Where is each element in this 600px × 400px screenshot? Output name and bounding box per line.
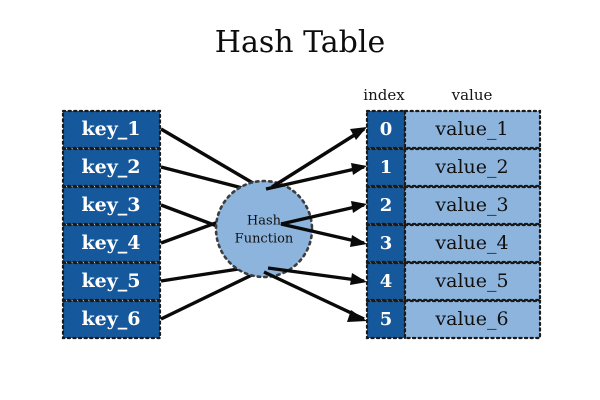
key-label: key_3 bbox=[81, 194, 140, 216]
arrow-hash-to-index-1 bbox=[265, 165, 365, 191]
value-cell[interactable] bbox=[403, 299, 542, 340]
key-box-5[interactable]: key_5 bbox=[61, 261, 162, 302]
arrowhead-index-1 bbox=[351, 163, 367, 175]
index-cell[interactable] bbox=[365, 185, 407, 226]
hash-to-index-links bbox=[263, 127, 367, 322]
key-box-3[interactable]: key_3 bbox=[61, 185, 162, 226]
table-row[interactable]: 1 value_2 bbox=[365, 147, 542, 188]
hash-function-node: Hash Function bbox=[214, 179, 314, 279]
table-row[interactable]: 2 value_3 bbox=[365, 185, 542, 226]
arrowhead-index-0 bbox=[350, 127, 367, 140]
arrow-hash-to-index-2 bbox=[280, 203, 365, 226]
key-box-4[interactable]: key_4 bbox=[61, 223, 162, 264]
index-label: 0 bbox=[380, 119, 393, 140]
key-column: key_1 key_2 key_3 key_4 key_5 key_6 bbox=[61, 109, 162, 340]
index-label: 1 bbox=[380, 157, 393, 178]
value-cell[interactable] bbox=[403, 261, 542, 302]
key-label: key_4 bbox=[81, 232, 140, 254]
value-label: value_5 bbox=[434, 270, 508, 292]
key-to-hash-links bbox=[160, 127, 263, 321]
value-cell[interactable] bbox=[403, 185, 542, 226]
index-label: 2 bbox=[380, 195, 393, 216]
table-row[interactable]: 0 value_1 bbox=[365, 109, 542, 150]
key-box-1[interactable]: key_1 bbox=[61, 109, 162, 150]
index-cell[interactable] bbox=[365, 261, 407, 302]
value-label: value_4 bbox=[434, 232, 508, 254]
arrow-hash-to-index-4 bbox=[267, 266, 365, 283]
value-cell[interactable] bbox=[403, 223, 542, 264]
value-cell[interactable] bbox=[403, 109, 542, 150]
value-column-header: value bbox=[451, 86, 493, 104]
hash-function-label-line1: Hash bbox=[247, 214, 282, 229]
arrowhead-index-4 bbox=[350, 273, 367, 285]
table-row[interactable]: 3 value_4 bbox=[365, 223, 542, 264]
table-row[interactable]: 4 value_5 bbox=[365, 261, 542, 302]
hash-function-circle bbox=[214, 179, 314, 279]
value-label: value_2 bbox=[434, 156, 508, 178]
index-label: 4 bbox=[380, 271, 393, 292]
key-box-2[interactable]: key_2 bbox=[61, 147, 162, 188]
table-row[interactable]: 5 value_6 bbox=[365, 299, 542, 340]
arrow-hash-to-index-0 bbox=[271, 127, 365, 189]
key-box-6[interactable]: key_6 bbox=[61, 299, 162, 340]
index-column-header: index bbox=[363, 86, 405, 104]
value-label: value_1 bbox=[434, 118, 508, 140]
arrow-hash-to-index-3 bbox=[280, 222, 365, 245]
arrowhead-index-3 bbox=[350, 235, 367, 247]
index-label: 5 bbox=[380, 309, 393, 330]
value-cell[interactable] bbox=[403, 147, 542, 188]
index-label: 3 bbox=[380, 233, 393, 254]
key-label: key_5 bbox=[81, 270, 140, 292]
key-label: key_6 bbox=[81, 308, 140, 330]
hash-function-label-line2: Function bbox=[235, 232, 294, 247]
arrow-hash-to-index-5 bbox=[263, 270, 365, 321]
value-label: value_6 bbox=[434, 308, 508, 330]
key-label: key_1 bbox=[81, 118, 140, 140]
link-key-6-to-hash bbox=[160, 270, 259, 321]
value-label: value_3 bbox=[434, 194, 508, 216]
hash-table: 0 value_1 1 value_2 2 value_3 3 bbox=[365, 109, 542, 340]
arrowhead-index-5 bbox=[347, 310, 367, 322]
key-label: key_2 bbox=[81, 156, 140, 178]
arrowhead-index-2 bbox=[351, 201, 367, 213]
link-key-1-to-hash bbox=[160, 127, 259, 188]
index-cell[interactable] bbox=[365, 223, 407, 264]
page-title: Hash Table bbox=[215, 25, 385, 60]
